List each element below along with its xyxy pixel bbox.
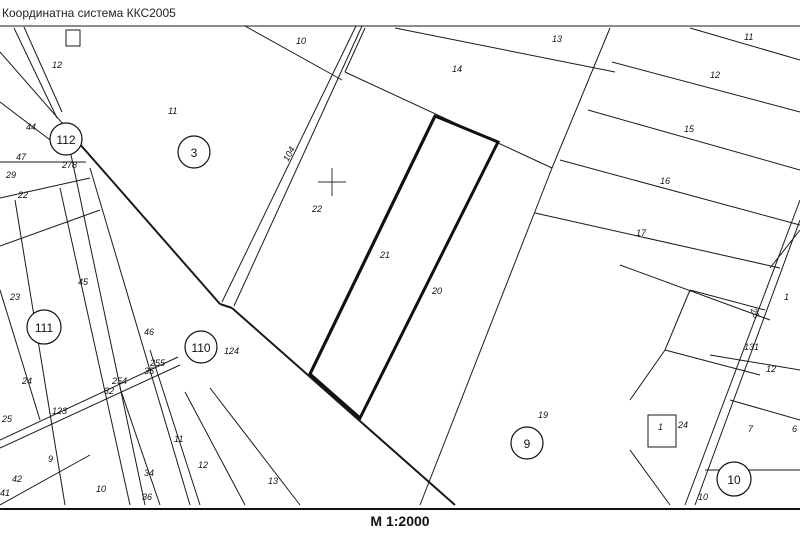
highlighted-parcels [308, 114, 501, 421]
parcel-label: 19 [538, 410, 548, 420]
scale-bar: М 1:2000 [0, 508, 800, 535]
parcel-label: 25 [748, 306, 762, 321]
parcel-label: 24 [677, 420, 688, 430]
parcel-label: 15 [684, 124, 695, 134]
parcel-label: 255 [149, 358, 166, 368]
parcel-label: 20 [431, 286, 442, 296]
block-number: 9 [524, 437, 531, 451]
parcel-label: 23 [9, 292, 20, 302]
parcel-label: 42 [12, 474, 22, 484]
parcel-label: 24 [21, 376, 32, 386]
parcel-label: 21 [379, 250, 390, 260]
map-title: Координатна система ККС2005 [2, 6, 176, 20]
parcel-label: 36 [142, 492, 152, 502]
parcel-label: 16 [660, 176, 670, 186]
parcel-label: 35 [144, 366, 155, 376]
parcel-label: 14 [452, 64, 462, 74]
block-number: 10 [727, 473, 741, 487]
parcel-label: 44 [26, 122, 36, 132]
parcel-label: 45 [78, 277, 89, 287]
parcel-label: 46 [144, 327, 154, 337]
parcel-label: 11 [168, 106, 177, 116]
parcel-label: 12 [710, 70, 720, 80]
parcel-label: 11 [174, 434, 183, 444]
block-number: 110 [191, 341, 210, 355]
block-number: 3 [191, 146, 198, 160]
parcel-label: 10 [698, 492, 708, 502]
parcel-label: 278 [61, 160, 77, 170]
parcel-label: 12 [198, 460, 208, 470]
parcel-label: 1 [658, 422, 663, 432]
parcel-boundaries [0, 25, 800, 506]
parcel-label: 11 [744, 32, 753, 42]
parcel-label: 131 [744, 342, 759, 352]
parcel-label: 22 [17, 190, 28, 200]
parcel-label: 124 [224, 346, 239, 356]
crosshair-icon [318, 168, 346, 196]
parcel-label: 254 [111, 376, 127, 386]
parcel-label: 7 [748, 424, 754, 434]
block-number: 112 [56, 133, 75, 147]
parcel-label: 25 [1, 414, 13, 424]
parcel-label: 13 [268, 476, 278, 486]
parcel-label: 47 [16, 152, 27, 162]
parcel-label: 104 [281, 145, 297, 163]
parcel-label: 32 [104, 386, 114, 396]
parcel-label: 17 [636, 228, 647, 238]
parcel-label: 6 [792, 424, 797, 434]
parcel-label: 1 [784, 292, 789, 302]
parcel-label: 10 [296, 36, 306, 46]
parcel-label: 29 [5, 170, 16, 180]
parcel-label: 22 [311, 204, 322, 214]
parcel-label: 34 [144, 468, 154, 478]
scale-text: М 1:2000 [370, 513, 430, 529]
parcel-label: 123 [52, 406, 67, 416]
block-circles [26, 122, 752, 497]
parcel-label: 41 [0, 488, 10, 498]
parcel-label: 9 [48, 454, 53, 464]
parcel-label: 13 [552, 34, 562, 44]
parcel-label: 12 [766, 364, 776, 374]
parcel-label: 10 [96, 484, 106, 494]
parcel-label: 12 [52, 60, 62, 70]
block-number: 111 [35, 321, 54, 335]
